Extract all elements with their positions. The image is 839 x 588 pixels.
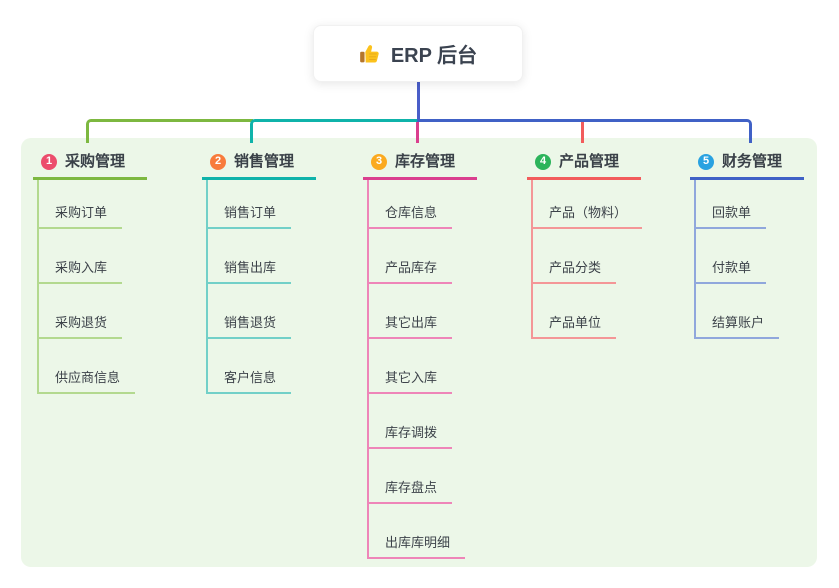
connector-root-drop (417, 80, 420, 122)
mindmap-background-panel (21, 138, 817, 567)
child-node[interactable]: 采购退货 (39, 284, 123, 339)
branch-label: 采购管理 (65, 153, 126, 170)
root-node-label: ERP 后台 (390, 45, 478, 67)
child-node[interactable]: 库存盘点 (369, 449, 453, 504)
branch-number-badge: 4 (535, 153, 551, 170)
child-node[interactable]: 库存调拨 (369, 394, 453, 449)
branch-children: 采购订单采购入库采购退货供应商信息 (37, 180, 136, 394)
branch-number-badge: 3 (371, 153, 387, 170)
child-node[interactable]: 采购入库 (39, 229, 123, 284)
child-node[interactable]: 仓库信息 (369, 180, 453, 229)
child-node[interactable]: 回款单 (696, 180, 767, 229)
branch-node: 4 产品管理 产品（物料）产品分类产品单位 (527, 148, 643, 339)
branch-number-badge: 1 (41, 153, 57, 170)
child-node[interactable]: 其它出库 (369, 284, 453, 339)
branch-title[interactable]: 3 库存管理 (363, 148, 477, 180)
branch-label: 库存管理 (395, 153, 456, 170)
branch-children: 产品（物料）产品分类产品单位 (531, 180, 643, 339)
branch-title[interactable]: 4 产品管理 (527, 148, 641, 180)
child-node[interactable]: 客户信息 (208, 339, 292, 394)
branch-label: 财务管理 (722, 153, 783, 170)
branch-node: 3 库存管理 仓库信息产品库存其它出库其它入库库存调拨库存盘点出库库明细 (363, 148, 477, 559)
branch-node: 1 采购管理 采购订单采购入库采购退货供应商信息 (33, 148, 147, 394)
thumbs-up-icon (359, 42, 382, 65)
branch-children: 销售订单销售出库销售退货客户信息 (206, 180, 292, 394)
branch-label: 产品管理 (559, 153, 620, 170)
connector-bracket-branch1 (86, 119, 253, 143)
mindmap-root-node[interactable]: ERP 后台 (313, 25, 523, 82)
child-node[interactable]: 其它入库 (369, 339, 453, 394)
branch-title[interactable]: 5 财务管理 (690, 148, 804, 180)
child-node[interactable]: 销售退货 (208, 284, 292, 339)
child-node[interactable]: 付款单 (696, 229, 767, 284)
child-node[interactable]: 出库库明细 (369, 504, 466, 559)
branch-node: 5 财务管理 回款单付款单结算账户 (690, 148, 804, 339)
child-node[interactable]: 结算账户 (696, 284, 780, 339)
child-node[interactable]: 产品单位 (533, 284, 617, 339)
child-node[interactable]: 产品（物料） (533, 180, 643, 229)
branch-title[interactable]: 2 销售管理 (202, 148, 316, 180)
branch-number-badge: 5 (698, 153, 714, 170)
connector-drop-branch4 (581, 122, 584, 143)
child-node[interactable]: 产品库存 (369, 229, 453, 284)
child-node[interactable]: 供应商信息 (39, 339, 136, 394)
child-node[interactable]: 采购订单 (39, 180, 123, 229)
branch-number-badge: 2 (210, 153, 226, 170)
child-node[interactable]: 销售订单 (208, 180, 292, 229)
connector-drop-branch3 (416, 122, 419, 143)
child-node[interactable]: 销售出库 (208, 229, 292, 284)
branch-node: 2 销售管理 销售订单销售出库销售退货客户信息 (202, 148, 316, 394)
child-node[interactable]: 产品分类 (533, 229, 617, 284)
branch-label: 销售管理 (234, 153, 295, 170)
connector-bracket-branch2 (250, 119, 420, 143)
branch-title[interactable]: 1 采购管理 (33, 148, 147, 180)
branch-children: 仓库信息产品库存其它出库其它入库库存调拨库存盘点出库库明细 (367, 180, 466, 559)
connector-bracket-branch5 (417, 119, 752, 143)
branch-children: 回款单付款单结算账户 (694, 180, 780, 339)
